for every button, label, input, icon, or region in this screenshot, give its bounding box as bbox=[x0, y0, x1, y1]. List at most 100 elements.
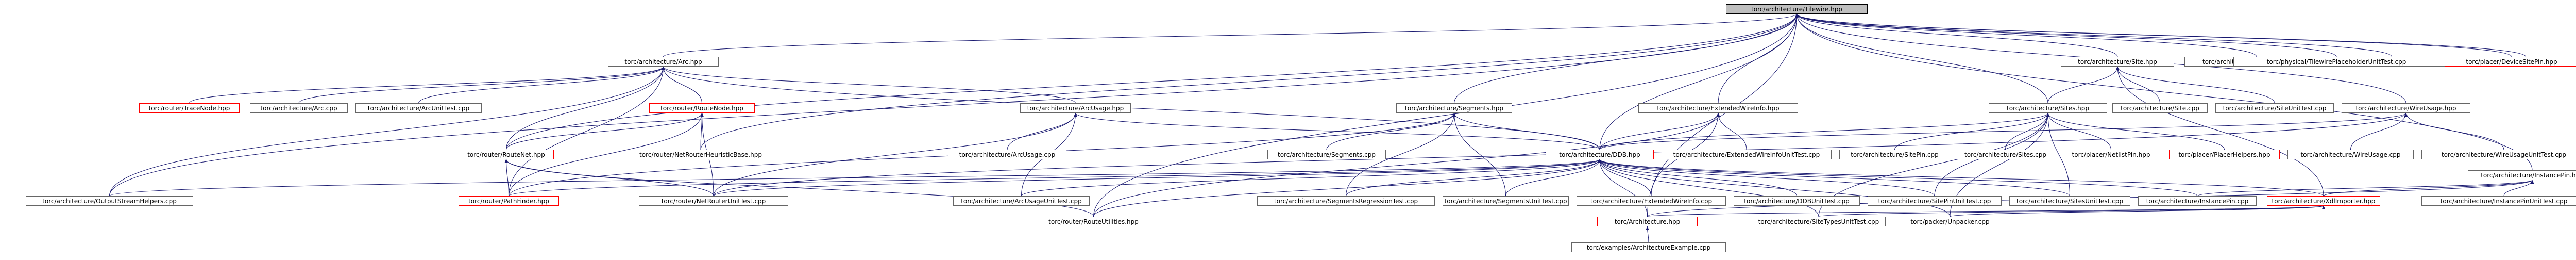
edge-sitepinut-to-ddb bbox=[1598, 159, 1935, 197]
edge-sites-to-site bbox=[2047, 66, 2120, 104]
edge-instancepincpp-to-ddb bbox=[1598, 159, 2198, 197]
edge-instancepin-to-tilewire bbox=[1795, 13, 2533, 171]
edge-routeutil-to-extwireinfo bbox=[1093, 112, 1720, 217]
edge-routenet-to-routenode bbox=[506, 112, 704, 150]
edge-segregress-to-segments bbox=[1346, 112, 1456, 197]
edge-wireusagecpp-to-wireusage bbox=[2350, 112, 2408, 150]
edge-routeutil-to-ddb bbox=[1093, 159, 1602, 217]
edge-unpacker-to-ddb bbox=[1598, 159, 1951, 217]
edge-architecture-to-xdlimporter bbox=[1647, 205, 2325, 217]
node-instancepincpp[interactable]: torc/architecture/InstancePin.cpp bbox=[2138, 196, 2257, 206]
node-sitepin[interactable]: torc/architecture/SitePin.cpp bbox=[1839, 150, 1950, 159]
node-extwireinfo[interactable]: torc/architecture/ExtendedWireInfo.hpp bbox=[1638, 103, 1798, 113]
edge-site-to-tilewire bbox=[1795, 13, 2118, 57]
edge-sitetypesut-to-ddb bbox=[1598, 159, 1819, 217]
node-placerhelpers[interactable]: torc/placer/PlacerHelpers.hpp bbox=[2169, 150, 2280, 159]
node-netlistpin[interactable]: torc/placer/NetlistPin.hpp bbox=[2061, 150, 2161, 159]
edge-unpacker-to-xdlimporter bbox=[1950, 205, 2325, 217]
edge-routenet-to-tilewire bbox=[506, 13, 1799, 150]
node-instancepinut[interactable]: torc/architecture/InstancePinUnitTest.cp… bbox=[2421, 196, 2576, 206]
edge-instancepincpp-to-instancepin bbox=[2197, 180, 2534, 197]
edge-ddbut-to-ddb bbox=[1598, 159, 1797, 197]
node-sitetypesut[interactable]: torc/architecture/SiteTypesUnitTest.cpp bbox=[1752, 217, 1886, 226]
node-sitescpp[interactable]: torc/architecture/Sites.cpp bbox=[1958, 150, 2053, 159]
edge-extwirecpp-to-ddb bbox=[1598, 159, 1652, 197]
node-sitesut[interactable]: torc/architecture/SitesUnitTest.cpp bbox=[2009, 196, 2130, 206]
edge-arccpp-to-arc bbox=[298, 66, 665, 104]
node-ddb[interactable]: torc/architecture/DDB.hpp bbox=[1546, 150, 1654, 159]
node-xdlimporter[interactable]: torc/architecture/XdlImporter.hpp bbox=[2267, 196, 2380, 206]
node-wireusagecpp[interactable]: torc/architecture/WireUsage.cpp bbox=[2287, 150, 2414, 159]
edge-archexample-to-architecture bbox=[1646, 226, 1649, 243]
edge-wireusageut-to-wireusage bbox=[2404, 112, 2504, 150]
node-sites[interactable]: torc/architecture/Sites.hpp bbox=[1989, 103, 2107, 113]
node-wireusageut[interactable]: torc/architecture/WireUsageUnitTest.cpp bbox=[2421, 150, 2576, 159]
node-routenet[interactable]: torc/router/RouteNet.hpp bbox=[459, 150, 554, 159]
edge-segut-to-ddb bbox=[1505, 159, 1602, 197]
node-arcut[interactable]: torc/architecture/ArcUnitTest.cpp bbox=[355, 103, 482, 113]
node-outstream[interactable]: torc/architecture/OutputStreamHelpers.cp… bbox=[26, 196, 193, 206]
node-instancepin[interactable]: torc/architecture/InstancePin.hpp bbox=[2468, 170, 2576, 180]
node-tracenode[interactable]: torc/router/TraceNode.hpp bbox=[139, 103, 240, 113]
node-wireusage[interactable]: torc/architecture/WireUsage.hpp bbox=[2342, 103, 2470, 113]
edge-netrouterut-to-ddb bbox=[713, 159, 1601, 197]
node-extwirecpp[interactable]: torc/architecture/ExtendedWireInfo.cpp bbox=[1577, 196, 1726, 206]
node-routeutil[interactable]: torc/router/RouteUtilities.hpp bbox=[1036, 217, 1151, 226]
node-sitepinut[interactable]: torc/architecture/SitePinUnitTest.cpp bbox=[1868, 196, 2002, 206]
edge-pathfinder-to-ddb bbox=[509, 159, 1601, 197]
edge-extwireut-to-extwireinfo bbox=[1716, 112, 1747, 150]
node-arccpp[interactable]: torc/architecture/Arc.cpp bbox=[250, 103, 348, 113]
edge-tilewirecpp-to-tilewire bbox=[1795, 13, 2392, 57]
edge-pathfinder-to-routenode bbox=[509, 112, 704, 197]
node-siteut[interactable]: torc/architecture/SiteUnitTest.cpp bbox=[2215, 103, 2334, 113]
edge-ddb-to-segments bbox=[1452, 112, 1600, 150]
node-physical[interactable]: torc/physical/TilewirePlaceholderUnitTes… bbox=[2233, 57, 2439, 67]
node-netrouterut[interactable]: torc/router/NetRouterUnitTest.cpp bbox=[639, 196, 788, 206]
node-arc[interactable]: torc/architecture/Arc.hpp bbox=[608, 57, 719, 67]
edge-segut-to-segments bbox=[1452, 112, 1506, 197]
edge-ddb-to-tilewire bbox=[1599, 13, 1799, 150]
edge-sitesut-to-sites bbox=[2046, 112, 2070, 197]
edge-segmentscpp-to-segments bbox=[1326, 112, 1456, 150]
node-arcusageut[interactable]: torc/architecture/ArcUsageUnitTest.cpp bbox=[953, 196, 1090, 206]
edge-tracenode-to-arc bbox=[189, 66, 665, 104]
node-netrouterheur[interactable]: torc/router/NetRouterHeuristicBase.hpp bbox=[626, 150, 775, 159]
node-segregress[interactable]: torc/architecture/SegmentsRegressionTest… bbox=[1257, 196, 1435, 206]
edge-pathfinder-to-arc bbox=[509, 66, 665, 197]
edge-routenode-to-arc bbox=[662, 66, 702, 104]
node-tilewire: torc/architecture/Tilewire.hpp bbox=[1726, 4, 1868, 14]
edge-pathfinder-to-routenet bbox=[504, 159, 509, 197]
edge-arcut-to-arc bbox=[418, 66, 665, 104]
edge-outstream-to-tilewire bbox=[109, 13, 1799, 197]
edge-arrayut-to-tilewire bbox=[1795, 13, 2257, 57]
node-segmentscpp[interactable]: torc/architecture/Segments.cpp bbox=[1267, 150, 1386, 159]
node-unpacker[interactable]: torc/packer/Unpacker.cpp bbox=[1896, 217, 2004, 226]
edge-sites-to-tilewire bbox=[1795, 13, 2048, 104]
edge-outstream-to-arc bbox=[109, 66, 665, 197]
edge-xdlimporter-to-site bbox=[2115, 66, 2324, 197]
node-arcusagecpp[interactable]: torc/architecture/ArcUsage.cpp bbox=[948, 150, 1066, 159]
edge-sitesut-to-ddb bbox=[1598, 159, 2070, 197]
node-pathfinder[interactable]: torc/router/PathFinder.hpp bbox=[459, 196, 559, 206]
node-architecture[interactable]: torc/Architecture.hpp bbox=[1597, 217, 1698, 226]
edge-arcusage-to-arc bbox=[662, 66, 1076, 104]
edge-sitecpp-to-site bbox=[2115, 66, 2160, 104]
node-ddbut[interactable]: torc/architecture/DDBUnitTest.cpp bbox=[1734, 196, 1860, 206]
node-segut[interactable]: torc/architecture/SegmentsUnitTest.cpp bbox=[1443, 196, 1569, 206]
node-site[interactable]: torc/architecture/Site.hpp bbox=[2061, 57, 2174, 67]
edge-routenet-to-arc bbox=[506, 66, 665, 150]
node-devicesitepin[interactable]: torc/placer/DeviceSitePin.hpp bbox=[2445, 57, 2576, 67]
node-segments[interactable]: torc/architecture/Segments.hpp bbox=[1396, 103, 1512, 113]
node-extwireut[interactable]: torc/architecture/ExtendedWireInfoUnitTe… bbox=[1662, 150, 1832, 159]
edge-ddb-to-sites bbox=[1599, 112, 2050, 150]
node-sitecpp[interactable]: torc/architecture/Site.cpp bbox=[2112, 103, 2208, 113]
node-routenode[interactable]: torc/router/RouteNode.hpp bbox=[649, 103, 755, 113]
edge-netrouterut-to-routenet bbox=[504, 159, 714, 197]
node-arcusage[interactable]: torc/architecture/ArcUsage.hpp bbox=[1020, 103, 1131, 113]
node-archexample[interactable]: torc/examples/ArchitectureExample.cpp bbox=[1571, 242, 1726, 252]
edge-placerhelpers-to-sites bbox=[2046, 112, 2225, 150]
edge-segregress-to-ddb bbox=[1346, 159, 1602, 197]
edge-netrouterut-to-arcusage bbox=[713, 112, 1077, 197]
